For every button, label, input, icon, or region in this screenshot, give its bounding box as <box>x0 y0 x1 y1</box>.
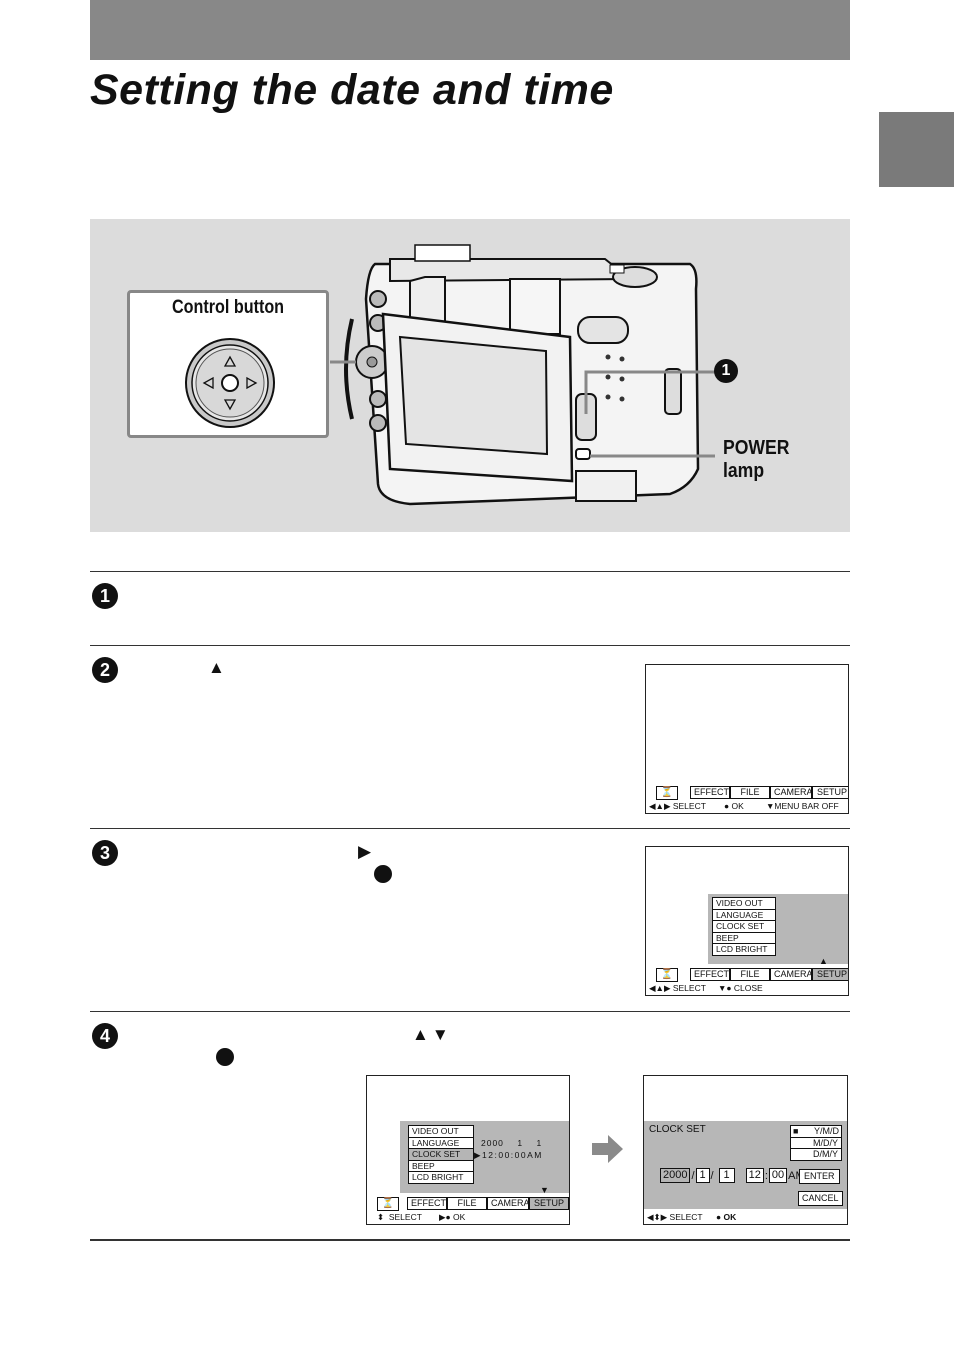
guide-ok: ● OK <box>716 1212 737 1222</box>
guide-close: ▼● CLOSE <box>718 983 763 993</box>
enter-button[interactable]: ENTER <box>799 1169 840 1184</box>
year-field[interactable]: 2000 <box>660 1168 691 1183</box>
lcd-screen-menu-bar: ⏳ EFFECT FILE CAMERA SETUP ◀▲▶ SELECT ● … <box>645 664 849 814</box>
guide-ok: ● OK <box>724 801 744 811</box>
menu-item-beep[interactable]: BEEP <box>409 1161 473 1172</box>
divider <box>90 1239 850 1241</box>
month-field[interactable]: 1 <box>695 1168 710 1183</box>
page-title: Setting the date and time <box>90 66 614 114</box>
tab-setup[interactable]: SETUP <box>529 1197 569 1210</box>
clock-set-title: CLOCK SET <box>649 1124 706 1135</box>
menu-tabs: EFFECT FILE CAMERA SETUP <box>690 968 848 981</box>
up-arrow-icon: ▲ <box>208 658 225 677</box>
camera-illustration <box>330 244 715 506</box>
menu-item-beep[interactable]: BEEP <box>713 933 775 944</box>
menu-item-clock-set[interactable]: CLOCK SET <box>713 921 775 933</box>
date-format-options: ■Y/M/D M/D/Y D/M/Y <box>790 1125 842 1161</box>
menu-item-clock-set[interactable]: CLOCK SET <box>409 1149 473 1161</box>
day-field[interactable]: 1 <box>718 1168 735 1183</box>
self-timer-icon: ⏳ <box>656 968 678 982</box>
menu-item-video-out[interactable]: VIDEO OUT <box>409 1126 473 1138</box>
menu-tabs: EFFECT FILE CAMERA SETUP <box>407 1197 569 1210</box>
divider <box>90 571 850 572</box>
tab-camera[interactable]: CAMERA <box>770 786 813 799</box>
tab-effect[interactable]: EFFECT <box>690 786 730 799</box>
tab-effect[interactable]: EFFECT <box>407 1197 447 1210</box>
self-timer-icon: ⏳ <box>656 786 678 800</box>
menu-item-video-out[interactable]: VIDEO OUT <box>713 898 775 910</box>
up-arrow-icon: ▲ <box>819 956 828 966</box>
menu-item-lcd-bright[interactable]: LCD BRIGHT <box>716 944 768 954</box>
hour-field[interactable]: 12 <box>745 1168 764 1183</box>
divider <box>90 828 850 829</box>
setup-submenu: VIDEO OUT LANGUAGE CLOCK SET BEEP LCD BR… <box>408 1125 474 1184</box>
guide-select: ◀▲▶ SELECT <box>649 801 706 811</box>
guide-menu-bar-off: ▼MENU BAR OFF <box>766 801 839 811</box>
right-arrow-icon: ▶ <box>358 842 372 861</box>
tab-file[interactable]: FILE <box>730 786 770 799</box>
clock-fields: 2000 / 1 / 1 12 : 00 AM <box>660 1168 805 1183</box>
lcd-screen-clock-set: CLOCK SET ■Y/M/D M/D/Y D/M/Y 2000 / 1 / … <box>643 1075 848 1225</box>
step-number-4: 4 <box>92 1023 118 1049</box>
chapter-tab <box>879 112 954 187</box>
callout-title: Control button <box>171 297 285 318</box>
menu-item-language[interactable]: LANGUAGE <box>713 910 775 921</box>
minute-field[interactable]: 00 <box>768 1168 788 1183</box>
center-button-icon <box>216 1048 234 1066</box>
guide-ok: ▶● OK <box>439 1212 466 1222</box>
self-timer-icon: ⏳ <box>377 1197 399 1211</box>
header-bar <box>90 0 850 60</box>
guide-select: ◀▲▶ SELECT <box>649 983 706 993</box>
guide-select: ◀⬍▶ SELECT <box>647 1212 703 1222</box>
control-button-icon <box>185 338 275 428</box>
center-button-icon <box>374 865 392 883</box>
tab-setup[interactable]: SETUP <box>812 968 848 981</box>
tab-camera[interactable]: CAMERA <box>487 1197 530 1210</box>
tab-camera[interactable]: CAMERA <box>770 968 813 981</box>
control-button-callout: Control button <box>127 290 329 438</box>
figure-marker-1: 1 <box>714 359 738 383</box>
guide-select: ⬍ SELECT <box>377 1212 422 1222</box>
menu-item-lcd-bright[interactable]: LCD BRIGHT <box>412 1172 464 1182</box>
setup-submenu: VIDEO OUT LANGUAGE CLOCK SET BEEP LCD BR… <box>712 897 776 956</box>
selected-marker-icon: ■ <box>793 1126 799 1136</box>
date-format-option[interactable]: D/M/Y <box>812 1149 838 1159</box>
power-lamp-label: POWER lamp <box>723 437 790 482</box>
cancel-button[interactable]: CANCEL <box>798 1191 843 1206</box>
next-arrow-icon <box>592 1135 623 1163</box>
tab-file[interactable]: FILE <box>447 1197 487 1210</box>
clock-date-readout: 2000 1 1 <box>481 1138 543 1148</box>
date-format-option[interactable]: M/D/Y <box>791 1138 841 1149</box>
divider <box>90 645 850 646</box>
tab-setup[interactable]: SETUP <box>812 786 848 799</box>
tab-file[interactable]: FILE <box>730 968 770 981</box>
tab-effect[interactable]: EFFECT <box>690 968 730 981</box>
clock-time-readout: ▶12:00:00AM <box>474 1150 543 1160</box>
camera-figure: 1 POWER lamp <box>90 219 850 532</box>
menu-tabs: EFFECT FILE CAMERA SETUP <box>690 786 848 799</box>
date-format-option[interactable]: ■Y/M/D <box>791 1126 841 1138</box>
step-number-2: 2 <box>92 657 118 683</box>
lcd-screen-clock-set-selected: VIDEO OUT LANGUAGE CLOCK SET BEEP LCD BR… <box>366 1075 570 1225</box>
up-down-arrow-icon: ▲▼ <box>412 1025 452 1044</box>
divider <box>90 1011 850 1012</box>
down-arrow-icon: ▼ <box>540 1185 549 1195</box>
menu-item-language[interactable]: LANGUAGE <box>409 1138 473 1149</box>
lcd-screen-setup-menu: VIDEO OUT LANGUAGE CLOCK SET BEEP LCD BR… <box>645 846 849 996</box>
step-number-1: 1 <box>92 583 118 609</box>
step-number-3: 3 <box>92 840 118 866</box>
